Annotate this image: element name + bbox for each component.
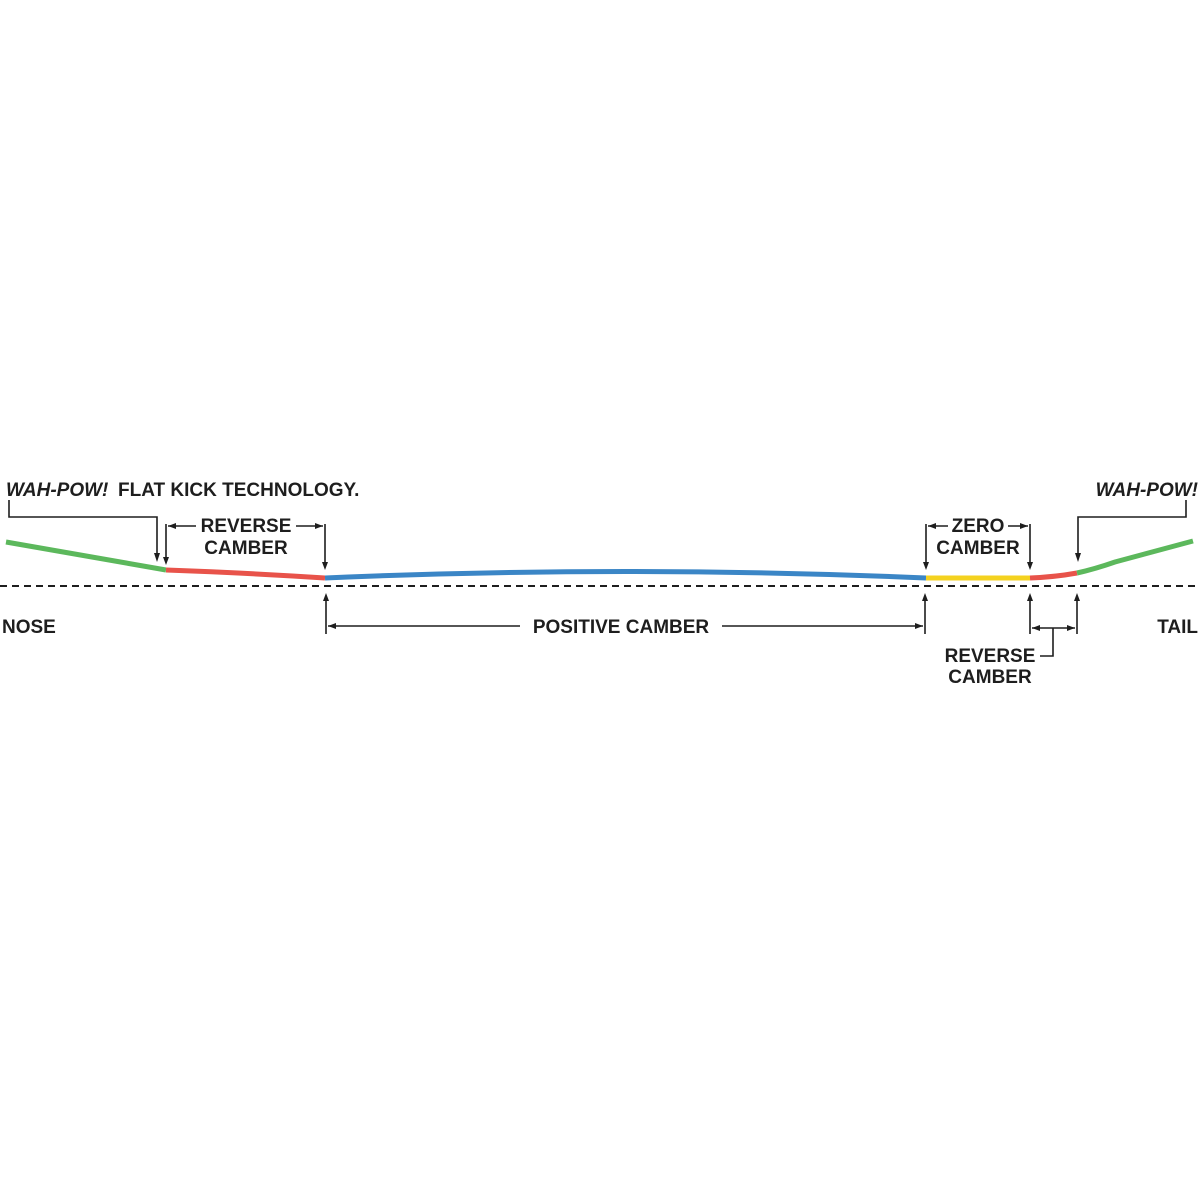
positive-camber-right-tick-arrow — [922, 593, 928, 601]
reverse-camber-tail-leader — [1040, 628, 1054, 657]
zero-camber-right-tick-arrow — [1027, 562, 1033, 570]
reverse-camber-tail-dim-left-arrow — [1032, 625, 1040, 631]
zero-camber-dim-right-arrow — [1020, 523, 1028, 529]
positive-camber-label: POSITIVE CAMBER — [533, 617, 710, 638]
tail-label: TAIL — [1157, 617, 1198, 638]
reverse-camber-tail-dim-right-arrow — [1067, 625, 1075, 631]
positive-camber-segment — [324, 569, 927, 581]
tail-reverse-camber-segment — [1029, 570, 1078, 581]
positive-camber-dim-left-arrow — [328, 623, 336, 629]
nose-kick-segment — [5, 539, 167, 573]
reverse-camber-nose-label-line1: REVERSE — [201, 516, 292, 537]
reverse-camber-nose-label-line2: CAMBER — [204, 538, 288, 559]
zero-camber-label-line2: CAMBER — [936, 538, 1020, 559]
zero-camber-label-line1: ZERO — [952, 516, 1005, 537]
flat-kick-technology-label: FLAT KICK TECHNOLOGY. — [118, 480, 359, 501]
wah-pow-tail-leader — [1077, 500, 1187, 553]
wah-pow-tail-label: WAH-POW! — [1096, 480, 1198, 501]
reverse-camber-nose-dim-right-arrow — [315, 523, 323, 529]
positive-camber-left-tick-arrow — [323, 593, 329, 601]
reverse-camber-tail-right-tick-arrow — [1074, 593, 1080, 601]
tail-kick-segment — [1076, 538, 1194, 576]
reverse-camber-nose-dim-left-arrow — [168, 523, 176, 529]
positive-camber-dim-right-arrow — [915, 623, 923, 629]
reverse-camber-tail-label-line1: REVERSE — [945, 646, 1036, 667]
nose-reverse-camber-segment — [165, 567, 326, 581]
zero-camber-left-tick-arrow — [923, 562, 929, 570]
reverse-camber-tail-left-tick-arrow — [1027, 593, 1033, 601]
wah-pow-nose-label: WAH-POW! — [6, 480, 108, 501]
reverse-camber-tail-label-line2: CAMBER — [948, 667, 1032, 688]
nose-label: NOSE — [2, 617, 56, 638]
wah-pow-nose-arrow — [154, 553, 160, 562]
reverse-camber-nose-left-tick-arrow — [163, 557, 169, 565]
wah-pow-tail-arrow — [1075, 553, 1081, 562]
reverse-camber-nose-right-tick-arrow — [322, 562, 328, 570]
wah-pow-nose-leader — [8, 500, 158, 553]
zero-camber-dim-left-arrow — [928, 523, 936, 529]
